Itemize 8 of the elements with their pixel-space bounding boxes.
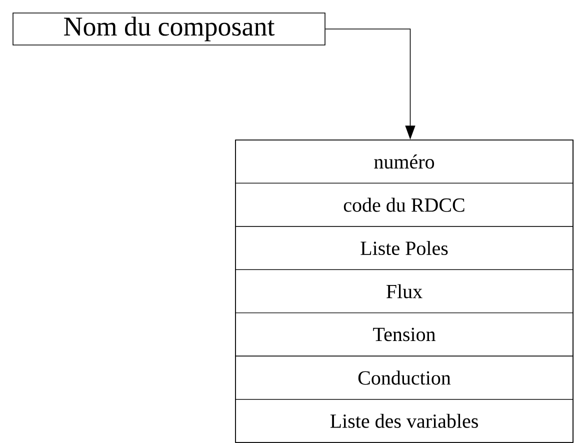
table-cell: code du RDCC bbox=[235, 182, 574, 227]
table-cell: Flux bbox=[235, 269, 574, 314]
component-name-box: Nom du composant bbox=[12, 12, 326, 46]
table-cell: numéro bbox=[235, 140, 574, 184]
table-cell: Tension bbox=[235, 312, 574, 356]
table-cell: Conduction bbox=[235, 356, 574, 400]
table-cell: Liste des variables bbox=[235, 398, 574, 443]
table-cell: Liste Poles bbox=[235, 226, 574, 270]
